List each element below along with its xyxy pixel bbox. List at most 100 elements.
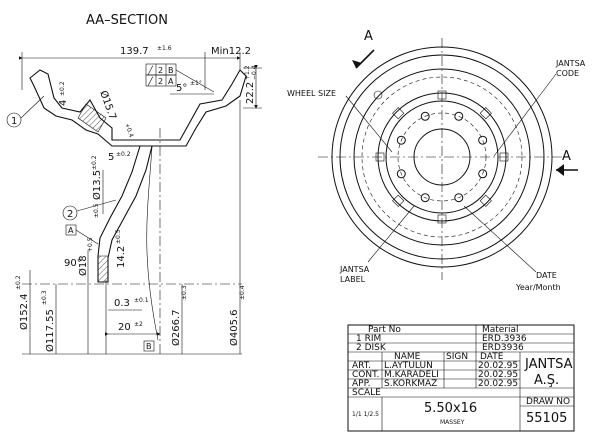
jantsa-code-label-1: JANTSA xyxy=(555,59,586,68)
name-header: NAME xyxy=(394,352,421,362)
bolt-hole xyxy=(454,111,464,121)
dim-152-4-tol: ±0.2 xyxy=(15,275,22,290)
material-row-2: ERD3936 xyxy=(482,343,524,353)
feature-control-frame-1: ╱ 2 B xyxy=(145,63,177,76)
vent-slot xyxy=(479,194,492,207)
bolt-hole xyxy=(396,135,406,145)
dim-4-tol: ±0.2 xyxy=(59,81,66,96)
vent-slot xyxy=(392,194,405,207)
date-format-label: Year/Month xyxy=(515,283,561,292)
vent-slot xyxy=(375,152,385,162)
section-arrowhead-right xyxy=(556,164,564,176)
customer-name: MASSEY xyxy=(440,419,465,426)
dim-117-55: Ø117.55 xyxy=(44,309,56,352)
jantsa-label-leader xyxy=(367,205,415,263)
dim-266-7-tol: ±0.3 xyxy=(181,285,188,300)
section-title: AA–SECTION xyxy=(86,13,168,28)
draw-no-value: 55105 xyxy=(526,411,567,426)
date-2: 20.02.95 xyxy=(478,370,518,380)
balloon-2-label: 2 xyxy=(67,209,73,220)
scale-value: 1/1 1/2.5 xyxy=(352,411,379,418)
part-no-header: Part No xyxy=(368,325,401,335)
datum-b: B xyxy=(146,342,152,351)
vent-slot xyxy=(437,214,447,224)
date-1: 20.02.95 xyxy=(478,361,518,371)
wheel-size-value: 5.50x16 xyxy=(424,401,477,416)
section-label-right: A xyxy=(562,149,571,164)
part-row-1: 1 RIM xyxy=(356,334,381,344)
wheel-size-label: WHEEL SIZE xyxy=(287,89,336,98)
tol-top: +1.2 xyxy=(244,65,251,80)
material-header: Material xyxy=(482,325,519,335)
date-header: DATE xyxy=(480,352,504,362)
dim-14-2-tol: ±0.5 xyxy=(115,229,122,244)
jantsa-code-label-2: CODE xyxy=(556,69,579,78)
balloon-2-leader xyxy=(76,199,117,212)
dim-0-3: 0.3 xyxy=(114,298,130,309)
dim-18-tol: +0.5 xyxy=(87,237,94,252)
title-block: Part No Material 1 RIM ERD.3936 2 DISK E… xyxy=(347,324,575,432)
part-row-2: 2 DISK xyxy=(356,343,387,353)
material-row-1: ERD.3936 xyxy=(482,334,527,344)
tol-bot: −0.4 xyxy=(251,65,258,80)
bolt-hole xyxy=(478,135,488,145)
rim-profile xyxy=(29,69,247,147)
date-label: DATE xyxy=(536,271,557,280)
dim-0-3-tol: ±0.1 xyxy=(134,297,149,304)
role-1: ART. xyxy=(352,361,371,371)
title-block-frame xyxy=(347,324,575,432)
fcf-leader xyxy=(175,69,215,93)
dim-18: Ø18 xyxy=(77,255,89,276)
svg-text:2: 2 xyxy=(158,66,163,75)
dim-13-5-tol: ±0.5 xyxy=(93,203,100,218)
rim-flange-circle xyxy=(339,54,545,260)
dim-13-5: Ø13.5 xyxy=(91,170,103,200)
section-view: AA–SECTION 139.7 ±1.6 Min12.2 22.2 +1.2 … xyxy=(6,13,262,355)
min-flange-value: Min12.2 xyxy=(211,46,251,57)
angle-5: 5° xyxy=(176,83,187,94)
sign-header: SIGN xyxy=(446,352,468,362)
name-3: S.KORKMAZ xyxy=(384,379,437,389)
company-name: JANTSA xyxy=(524,357,573,372)
angle-90: 90° xyxy=(64,258,82,269)
dim-14-2: 14.2 xyxy=(116,246,127,268)
bolt-holes xyxy=(375,90,509,224)
dim-405-6-tol: ±0.4 xyxy=(239,285,246,300)
jantsa-label-2: LABEL xyxy=(340,275,366,284)
dim-5-tol: ±0.2 xyxy=(116,151,131,158)
balloon-1 xyxy=(6,112,22,128)
bolt-hole xyxy=(396,169,406,179)
date-3: 20.02.95 xyxy=(478,379,518,389)
balloon-1-leader xyxy=(20,95,45,119)
company-suffix: A.Ş. xyxy=(534,373,559,388)
svg-text:╱: ╱ xyxy=(147,65,154,75)
vent-slot xyxy=(479,107,492,120)
svg-text:B: B xyxy=(168,66,174,75)
feature-control-frame-2: ╱ 2 A xyxy=(145,74,177,87)
dim-5: 5 xyxy=(108,152,114,163)
jantsa-code-leader xyxy=(493,73,557,157)
bolt-hole xyxy=(478,169,488,179)
balloon-1-label: 1 xyxy=(11,116,17,127)
datum-b-box xyxy=(143,340,155,352)
dim-20: 20 xyxy=(118,322,131,333)
dim-266-7: Ø266.7 xyxy=(170,310,182,347)
scale-label: SCALE xyxy=(352,388,381,398)
svg-text:A: A xyxy=(168,77,174,86)
dim-405-6: Ø405.6 xyxy=(228,310,240,347)
svg-text:╱: ╱ xyxy=(147,76,154,86)
name-1: L.AYTULUN xyxy=(384,361,433,371)
width-tolerance: ±1.6 xyxy=(157,45,172,52)
balloon-2 xyxy=(62,205,78,221)
svg-text:2: 2 xyxy=(158,77,163,86)
role-3: APP. xyxy=(352,379,370,389)
bolt-hole xyxy=(420,111,430,121)
front-view: A A WHEEL SIZE JANTSA CODE JANTSA LABEL … xyxy=(287,29,586,292)
dim-152-4: Ø152.4 xyxy=(18,294,30,331)
disk-mount-hatch xyxy=(97,255,109,283)
vent-slot xyxy=(392,107,405,120)
dim-4: 4 xyxy=(58,100,69,106)
bolt-hole xyxy=(420,193,430,203)
dim-15-7-tol: +0.4 xyxy=(123,122,135,138)
